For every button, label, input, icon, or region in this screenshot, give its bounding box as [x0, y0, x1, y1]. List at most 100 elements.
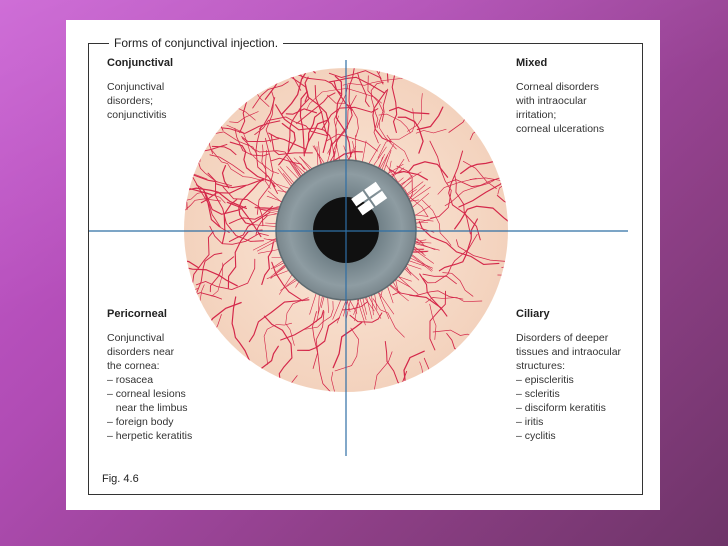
heading-ciliary: Ciliary	[516, 308, 550, 320]
vessel	[349, 149, 353, 161]
vessel	[422, 233, 478, 284]
vessel	[389, 168, 429, 181]
vessel	[314, 145, 323, 165]
text-line: Conjunctival	[107, 332, 165, 344]
vessel	[496, 190, 508, 209]
vessel	[415, 217, 435, 224]
vessel	[267, 206, 281, 211]
vessel	[388, 160, 392, 175]
vessel	[398, 276, 412, 282]
vessel	[234, 127, 270, 157]
vessel	[277, 168, 292, 187]
vessel	[184, 198, 221, 242]
vessel	[317, 294, 320, 315]
vessel	[398, 276, 419, 295]
vessel	[429, 303, 437, 340]
vessel	[385, 164, 429, 218]
vessel	[460, 160, 508, 175]
vessel	[411, 251, 428, 253]
vessel	[384, 340, 411, 392]
vessel	[381, 88, 389, 122]
vessel	[254, 207, 280, 210]
vessel	[437, 177, 477, 195]
vessel	[388, 106, 430, 115]
vessel	[332, 321, 363, 369]
text-line: irritation;	[516, 109, 557, 121]
vessel	[341, 301, 369, 311]
vessel	[299, 90, 308, 157]
vessel	[412, 250, 429, 252]
vessel	[328, 70, 384, 85]
figure-frame	[88, 43, 643, 495]
vessel	[241, 136, 280, 143]
vessel	[288, 156, 302, 177]
figure-label: Fig. 4.6	[102, 473, 139, 485]
vessel	[395, 279, 411, 288]
vessel	[429, 140, 452, 219]
text-line: disorders near	[107, 346, 175, 358]
vessel	[282, 173, 293, 185]
vessel	[209, 225, 269, 245]
vessel	[297, 317, 340, 351]
vessel	[356, 298, 366, 326]
vessel	[422, 273, 457, 285]
vessel	[321, 106, 379, 130]
vessel	[275, 104, 333, 156]
vessel	[271, 182, 290, 189]
vessel	[438, 218, 478, 272]
vessel	[454, 174, 471, 235]
vessel	[228, 205, 273, 224]
vessel	[277, 190, 288, 193]
vessel	[497, 172, 508, 195]
vessel	[279, 274, 293, 295]
vessel	[408, 184, 426, 200]
vessel	[370, 81, 384, 144]
vessel	[378, 120, 397, 150]
vessel	[267, 205, 281, 210]
vessel	[397, 177, 404, 183]
vessel	[414, 239, 427, 242]
vessel	[416, 106, 444, 131]
vessel	[346, 299, 351, 312]
vessel	[418, 220, 500, 265]
vessel	[373, 146, 387, 166]
vessel	[271, 261, 303, 302]
vessel	[413, 246, 426, 256]
vessel	[222, 186, 264, 227]
vessel	[314, 84, 328, 135]
vessel	[200, 185, 247, 204]
vessel	[221, 164, 230, 189]
text-ciliary: Disorders of deeper tissues and intraocu…	[516, 331, 622, 443]
heading-pericorneal: Pericorneal	[107, 308, 167, 320]
vessel	[415, 236, 424, 245]
vessel	[304, 76, 330, 153]
vessel	[184, 171, 188, 210]
vessel	[455, 228, 508, 262]
vessel	[270, 264, 286, 278]
text-line: – iritis	[516, 416, 544, 428]
blood-vessels	[184, 68, 508, 392]
vessel	[280, 309, 324, 341]
vessel	[404, 267, 420, 281]
vessel	[469, 177, 508, 235]
vessel	[293, 157, 309, 172]
vessel	[411, 254, 433, 271]
vessel	[406, 264, 422, 270]
vessel	[258, 249, 280, 254]
vessel	[254, 116, 329, 137]
vessel	[371, 294, 374, 316]
text-line: – disciform keratitis	[516, 402, 606, 414]
vessel	[333, 81, 353, 111]
vessel	[264, 149, 271, 189]
vessel	[391, 167, 405, 178]
vessel	[392, 281, 400, 295]
vessel	[296, 92, 336, 125]
vessel	[295, 281, 300, 288]
vessel	[364, 297, 375, 312]
vessel	[259, 97, 276, 130]
vessel	[454, 205, 508, 234]
vessel	[327, 297, 329, 313]
vessel	[378, 156, 383, 169]
vessel	[380, 289, 383, 299]
vessel	[387, 164, 404, 175]
